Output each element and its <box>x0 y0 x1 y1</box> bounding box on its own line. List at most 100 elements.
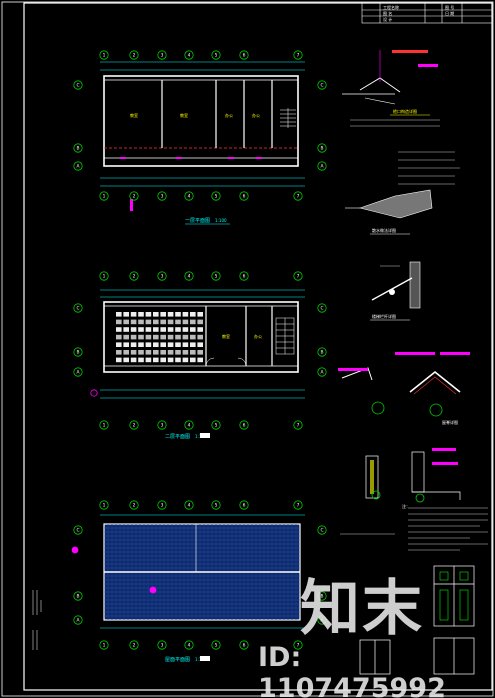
axis-col-3-label: 3 <box>161 643 164 649</box>
seat <box>145 312 152 317</box>
seat <box>197 342 203 347</box>
room-label: 办公 <box>252 112 260 118</box>
seat <box>160 319 166 325</box>
axis-col-7-label: 7 <box>297 53 300 59</box>
roof-note-marker <box>149 586 157 594</box>
axis-col-5-label: 5 <box>215 503 218 509</box>
axis-row-B-left-bubble <box>73 591 83 601</box>
axis-col-1-label: 1 <box>103 423 106 429</box>
seat <box>175 319 181 325</box>
axis-col-3-bubble <box>157 500 167 510</box>
axis-row-C-right-bubble <box>317 303 327 313</box>
axis-col-2-bubble <box>129 640 139 650</box>
seat <box>153 350 159 355</box>
detail-ridge: 屋脊详图 <box>338 352 470 425</box>
axis-col-3-bubble <box>157 50 167 60</box>
seat <box>130 319 137 325</box>
axis-row-C-left-label: C <box>76 528 79 534</box>
seat <box>153 357 159 363</box>
seat <box>130 334 137 340</box>
axis-col-1-bubble <box>99 191 109 201</box>
seat <box>145 319 152 325</box>
axis-col-7-label: 7 <box>297 274 300 280</box>
axis-col-1-label: 1 <box>103 274 106 280</box>
axis-col-2-label: 2 <box>133 643 136 649</box>
window-elevation <box>359 565 475 675</box>
seat <box>116 334 122 340</box>
seat <box>153 334 159 340</box>
axis-col-5-label: 5 <box>215 643 218 649</box>
seat <box>167 357 174 363</box>
axis-col-3-bubble <box>157 640 167 650</box>
axis-row-B-right-bubble <box>317 143 327 153</box>
seat <box>197 334 203 340</box>
seat <box>182 350 189 355</box>
seat <box>138 327 144 332</box>
seat <box>160 350 166 355</box>
axis-row-B-right-label: B <box>320 146 323 152</box>
seat <box>153 312 159 317</box>
axis-col-1-label: 1 <box>103 194 106 200</box>
seat <box>167 350 174 355</box>
axis-row-B-right-label: B <box>320 350 323 356</box>
axis-row-C-right-label: C <box>320 528 323 534</box>
seat <box>182 312 189 317</box>
axis-col-4-bubble <box>184 191 194 201</box>
seat <box>130 342 137 347</box>
second-floor-outline <box>103 301 299 373</box>
axis-col-1-label: 1 <box>103 643 106 649</box>
seat <box>175 342 181 347</box>
axis-col-6-label: 6 <box>243 503 246 509</box>
axis-col-4-label: 4 <box>188 423 191 429</box>
seat <box>138 350 144 355</box>
axis-row-B-left-label: B <box>76 350 79 356</box>
watermark-brand: 知末 <box>300 574 424 644</box>
room-label: 办公 <box>254 333 262 339</box>
axis-col-7-label: 7 <box>297 423 300 429</box>
seat <box>116 357 122 363</box>
axis-col-5-bubble <box>211 420 221 430</box>
seat <box>190 350 196 355</box>
seat <box>175 350 181 355</box>
seat <box>116 342 122 347</box>
plan-title: 二层平面图 <box>165 434 190 440</box>
axis-col-3-bubble <box>157 420 167 430</box>
seat <box>190 327 196 332</box>
axis-col-7-bubble <box>293 50 303 60</box>
room-label: 教室 <box>130 112 138 118</box>
axis-col-1-bubble <box>99 500 109 510</box>
seat <box>116 319 122 325</box>
axis-row-B-right-label: B <box>320 594 323 600</box>
axis-col-3-bubble <box>157 271 167 281</box>
seat <box>160 342 166 347</box>
seat <box>182 357 189 363</box>
axis-col-7-bubble <box>293 191 303 201</box>
axis-row-B-left-label: B <box>76 594 79 600</box>
axis-col-7-bubble <box>293 420 303 430</box>
axis-col-5-label: 5 <box>215 423 218 429</box>
axis-col-3-label: 3 <box>161 53 164 59</box>
title-block-row-2: 图 名 <box>383 10 392 16</box>
detail-eave: 檐口构造详图 <box>342 50 440 127</box>
axis-col-5-label: 5 <box>215 53 218 59</box>
axis-row-A-left-bubble <box>73 367 83 377</box>
seat <box>167 327 174 332</box>
axis-col-2-label: 2 <box>133 274 136 280</box>
detail-stair-rail: 楼梯栏杆详图 <box>370 261 421 321</box>
left-margin-notes <box>32 590 42 650</box>
axis-col-4-label: 4 <box>188 53 191 59</box>
axis-col-2-bubble <box>129 271 139 281</box>
window-marks <box>120 157 262 211</box>
axis-col-2-bubble <box>129 191 139 201</box>
watermark-id: ID: 1107475992 <box>258 642 446 698</box>
axis-col-6-label: 6 <box>243 643 246 649</box>
axis-row-C-right-bubble <box>317 525 327 535</box>
seat <box>138 319 144 325</box>
axis-col-5-label: 5 <box>215 274 218 280</box>
stair <box>275 317 295 355</box>
